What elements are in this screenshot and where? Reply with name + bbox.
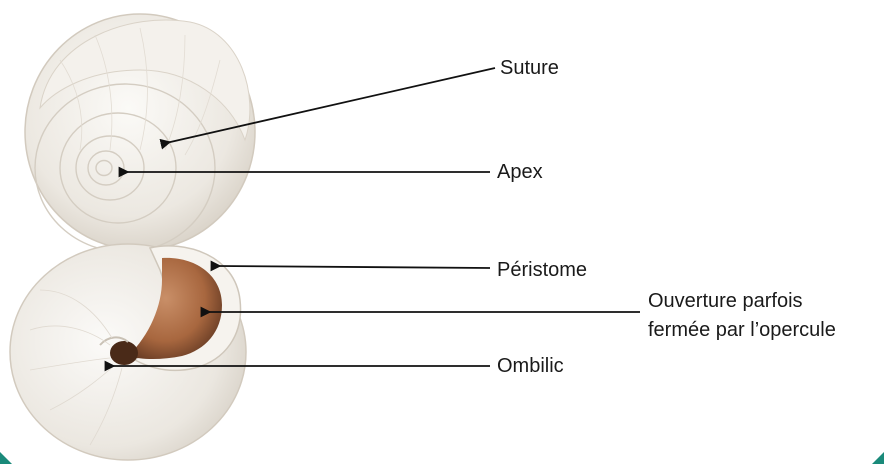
label-ouverture-line1: Ouverture parfois bbox=[648, 287, 884, 316]
label-apex: Apex bbox=[497, 160, 543, 184]
label-suture: Suture bbox=[500, 56, 559, 80]
accent-corner-left bbox=[0, 452, 12, 464]
accent-corner-right bbox=[872, 452, 884, 464]
leader-peristome bbox=[216, 266, 490, 268]
top-shell bbox=[25, 14, 255, 252]
label-ouverture: Ouverture parfois fermée par l’opercule bbox=[648, 287, 884, 345]
label-ombilic: Ombilic bbox=[497, 354, 564, 378]
label-ouverture-line2: fermée par l’opercule bbox=[648, 316, 884, 345]
label-peristome: Péristome bbox=[497, 258, 587, 282]
bottom-shell bbox=[10, 244, 246, 460]
umbilicus bbox=[110, 341, 138, 365]
